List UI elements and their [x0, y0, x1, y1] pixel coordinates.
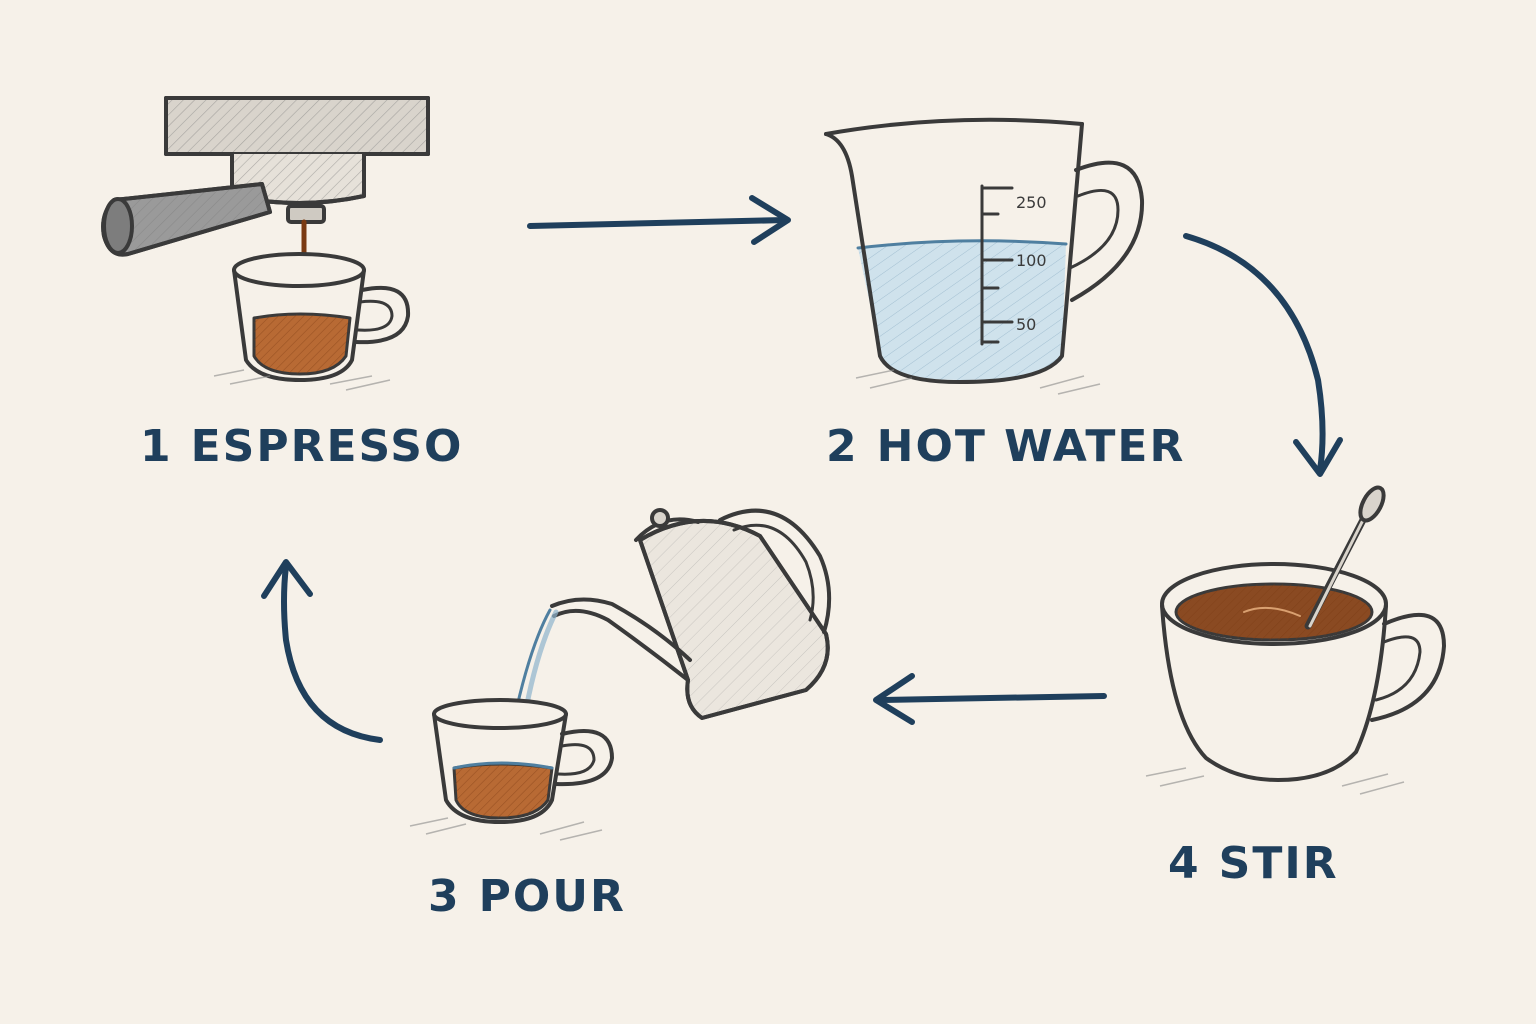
arrow-1-to-2 [527, 195, 791, 245]
step-title-2: HOT WATER [876, 421, 1186, 472]
step-number-3: 3 [428, 871, 461, 922]
arrow-3-to-1 [261, 559, 383, 743]
step-title-3: POUR [478, 871, 626, 922]
cup-tick-250: 250 [1016, 193, 1047, 212]
cup-tick-100: 100 [1016, 251, 1047, 270]
cup-tick-50: 50 [1016, 315, 1036, 334]
espresso-machine-icon [101, 96, 430, 382]
cup-with-spoon-icon [1160, 485, 1446, 782]
pour-cup-icon [432, 698, 614, 824]
step-title-4: STIR [1218, 838, 1339, 889]
shadow-1 [213, 369, 391, 391]
shadow-3 [409, 817, 603, 841]
step-number-1: 1 [140, 421, 173, 472]
step-number-2: 2 [826, 421, 859, 472]
arrow-4-to-3 [873, 673, 1107, 725]
shadow-2 [855, 369, 1101, 395]
shadow-4 [1145, 767, 1405, 795]
arrow-2-to-4 [1183, 233, 1343, 477]
measuring-cup-icon [824, 117, 1145, 384]
step-title-1: ESPRESSO [190, 421, 464, 472]
step-number-4: 4 [1168, 838, 1201, 889]
kettle-icon [512, 508, 832, 723]
